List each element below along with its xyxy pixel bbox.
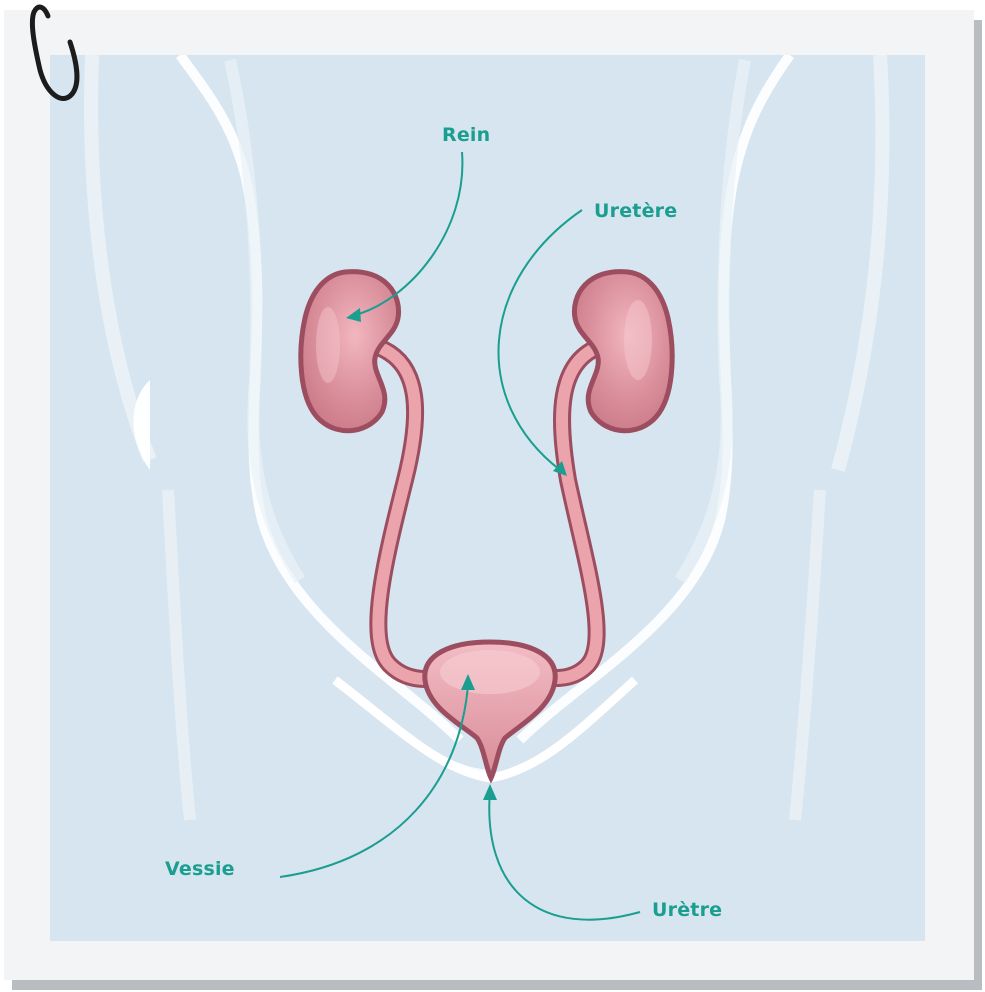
paper-clip-icon bbox=[0, 0, 90, 110]
uretre-pointer bbox=[489, 790, 640, 920]
label-vessie: Vessie bbox=[165, 858, 235, 880]
label-uretre: Urètre bbox=[652, 899, 722, 921]
ureters bbox=[372, 345, 604, 679]
label-rein: Rein bbox=[442, 124, 490, 146]
label-uretere: Uretère bbox=[594, 200, 677, 222]
